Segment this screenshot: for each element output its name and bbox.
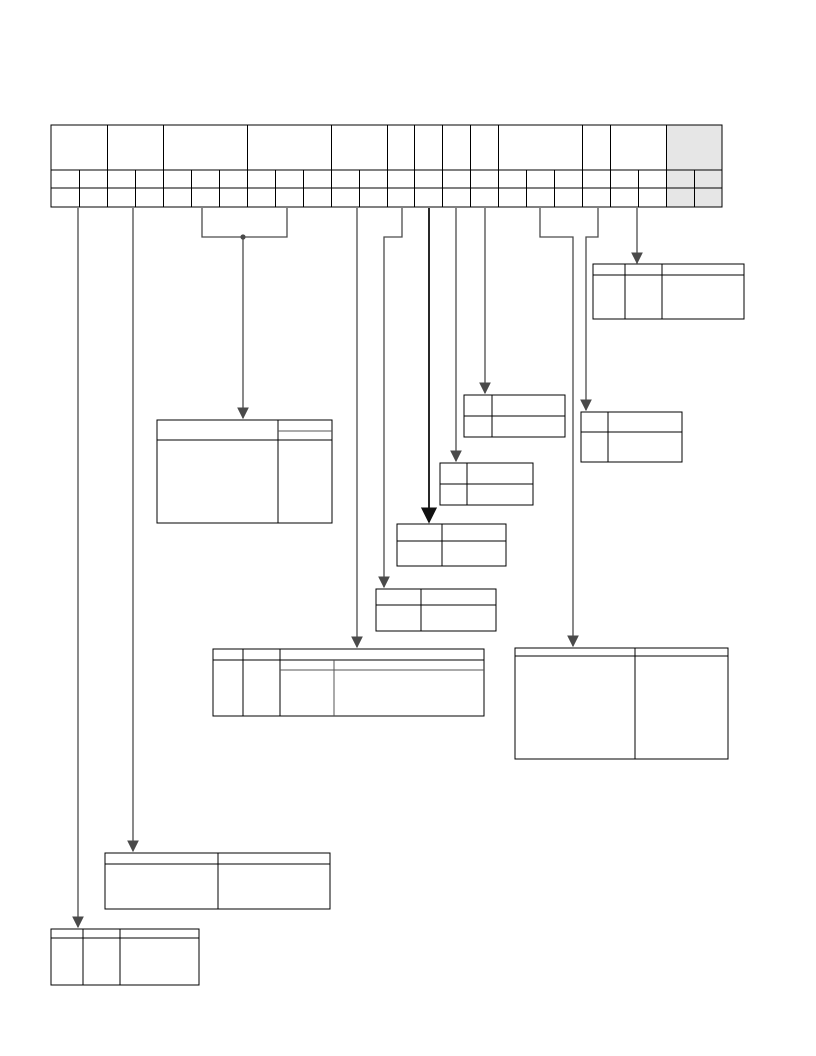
connector-bracket-mid-left [201, 208, 288, 238]
connector-bracket-right [539, 208, 579, 648]
decode-table-center-2 [396, 523, 507, 567]
decode-table-center-wide [212, 648, 485, 717]
register-outline [50, 124, 723, 208]
register-block [50, 124, 723, 208]
decode-table-center-4 [463, 394, 566, 438]
bit-dividers [79, 170, 695, 207]
connector-arrow-right-1 [580, 208, 599, 412]
decode-table-bottom-left [104, 852, 331, 910]
decode-table-right-mid [580, 411, 683, 463]
field-dividers [107, 125, 667, 170]
decode-table-top-right [592, 263, 745, 320]
connector-arrow-center-1 [378, 208, 403, 589]
decode-table-mid-left [156, 419, 333, 524]
decode-table-center-1 [375, 588, 497, 632]
register-row-dividers [51, 169, 722, 189]
decode-table-bottom-far-left [50, 928, 200, 986]
decode-table-right-large [514, 647, 729, 760]
connectors [72, 208, 643, 929]
decode-table-center-3 [439, 462, 534, 506]
